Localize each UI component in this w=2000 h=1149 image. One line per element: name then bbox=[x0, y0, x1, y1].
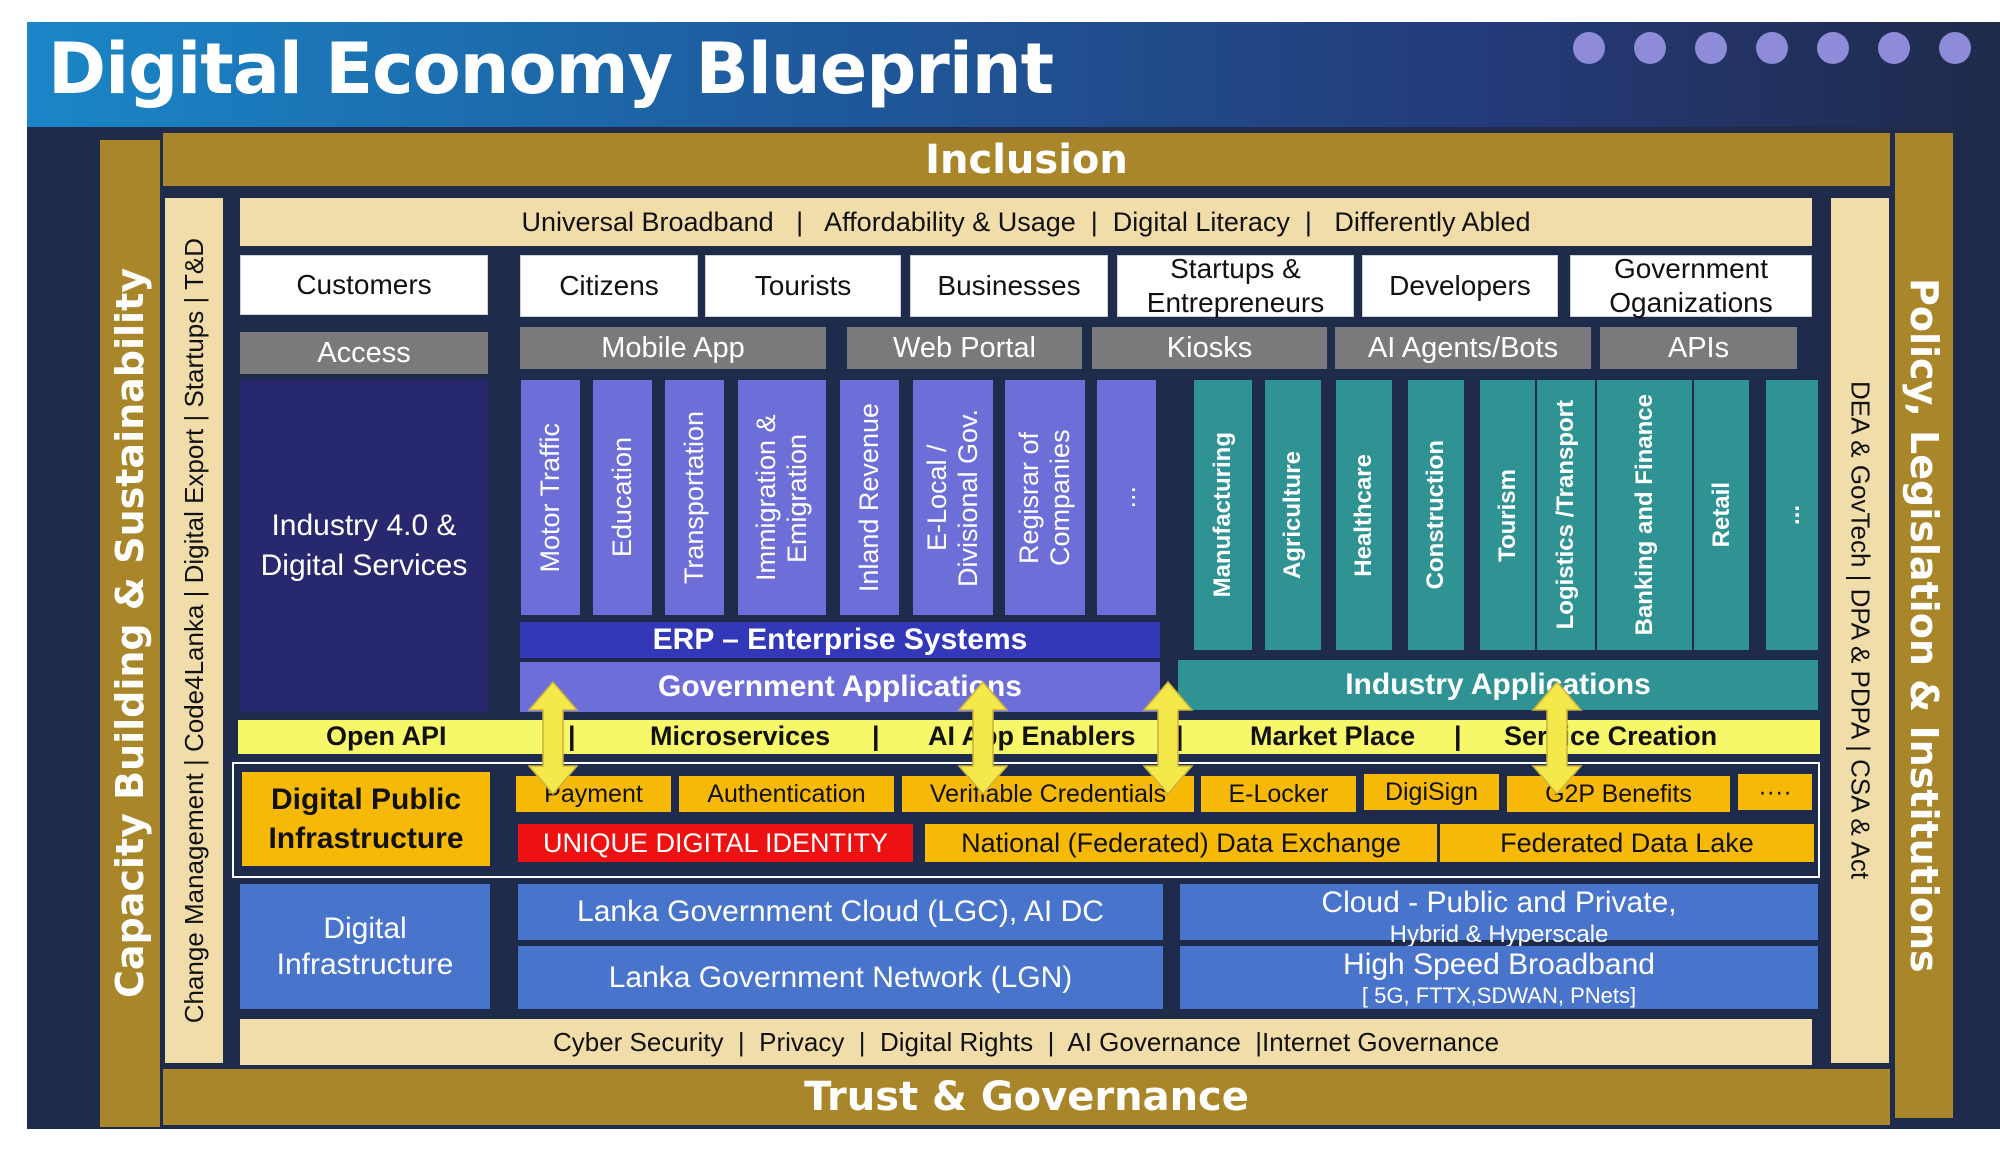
enabler-service-creation[interactable]: Service Creation bbox=[1504, 721, 1718, 751]
pager-dot[interactable] bbox=[1634, 32, 1666, 64]
title-bar bbox=[27, 22, 2000, 127]
trust-band: Trust & Governance bbox=[163, 1069, 1890, 1125]
customer-tourists[interactable]: Tourists bbox=[705, 255, 901, 317]
left-pillar: Capacity Building & Sustainability bbox=[100, 140, 160, 1127]
industry-applications-bar: Industry Applications bbox=[1178, 660, 1818, 710]
gov-column-more[interactable]: ... bbox=[1097, 380, 1156, 615]
enabler-separator: | bbox=[1454, 721, 1462, 751]
access-label: Access bbox=[240, 332, 488, 374]
enabler-microservices[interactable]: Microservices bbox=[650, 721, 831, 751]
enabler-separator: | bbox=[568, 721, 576, 751]
access-mobile-app[interactable]: Mobile App bbox=[520, 327, 826, 369]
national-data-exchange[interactable]: National (Federated) Data Exchange bbox=[925, 824, 1437, 862]
pager-dot[interactable] bbox=[1939, 32, 1971, 64]
access-apis[interactable]: APIs bbox=[1600, 327, 1797, 369]
industry-column-tourism[interactable]: Tourism bbox=[1480, 380, 1535, 650]
access-ai-agents[interactable]: AI Agents/Bots bbox=[1335, 327, 1591, 369]
industry-column-agriculture[interactable]: Agriculture bbox=[1265, 380, 1321, 650]
right-inner-pillar: DEA & GovTech | DPA & PDPA | CSA & Act bbox=[1831, 198, 1889, 1063]
arrow-service-creation bbox=[1532, 681, 1582, 795]
dpi-verifiable-credentials[interactable]: Verifiable Credentials bbox=[902, 776, 1194, 812]
dpi-authentication[interactable]: Authentication bbox=[679, 776, 894, 812]
industry-column-healthcare[interactable]: Healthcare bbox=[1336, 380, 1392, 650]
gov-column-transportation[interactable]: Transportation bbox=[665, 380, 724, 615]
industry-digital-services: Industry 4.0 & Digital Services bbox=[240, 380, 488, 712]
governance-bar: Cyber Security | Privacy | Digital Right… bbox=[240, 1019, 1812, 1065]
inclusion-bar-text: Universal Broadband | Affordability & Us… bbox=[521, 206, 1531, 237]
gov-column-immigration[interactable]: Immigration & Emigration bbox=[738, 380, 826, 615]
digital-infrastructure-label: Digital Infrastructure bbox=[240, 884, 490, 1009]
dpi-more[interactable]: ···· bbox=[1738, 774, 1812, 810]
customer-developers[interactable]: Developers bbox=[1362, 255, 1558, 317]
pager-dot[interactable] bbox=[1756, 32, 1788, 64]
lanka-government-network[interactable]: Lanka Government Network (LGN) bbox=[518, 946, 1163, 1009]
pager-dot[interactable] bbox=[1695, 32, 1727, 64]
governance-bar-text: Cyber Security | Privacy | Digital Right… bbox=[552, 1026, 1500, 1057]
enablers-bar: Open API | Microservices | AI App Enable… bbox=[238, 720, 1820, 754]
gov-column-inland-revenue[interactable]: Inland Revenue bbox=[840, 380, 899, 615]
industry-column-banking[interactable]: Banking and Finance bbox=[1597, 380, 1692, 650]
right-pillar: Policy, Legislation & Institutions bbox=[1895, 133, 1953, 1118]
lanka-government-cloud[interactable]: Lanka Government Cloud (LGC), AI DC bbox=[518, 884, 1163, 940]
broadband-title: High Speed Broadband bbox=[1343, 948, 1655, 981]
customers-label: Customers bbox=[240, 255, 488, 315]
access-kiosks[interactable]: Kiosks bbox=[1092, 327, 1327, 369]
gov-column-motor-traffic[interactable]: Motor Traffic bbox=[521, 380, 580, 615]
industry-column-more[interactable]: ... bbox=[1766, 380, 1818, 650]
customer-government-organizations[interactable]: Government Oganizations bbox=[1570, 253, 1812, 318]
cloud-subtitle: Hybrid & Hyperscale bbox=[1389, 921, 1609, 948]
right-pillar-label: Policy, Legislation & Institutions bbox=[1902, 278, 1946, 973]
gov-column-e-local[interactable]: E-Local / Divisional Gov. bbox=[913, 380, 993, 615]
industry-column-logistics[interactable]: Logistics /Transport bbox=[1537, 380, 1595, 650]
dpi-digisign[interactable]: DigiSign bbox=[1364, 774, 1499, 810]
right-inner-label: DEA & GovTech | DPA & PDPA | CSA & Act bbox=[1845, 381, 1876, 880]
industry-column-manufacturing[interactable]: Manufacturing bbox=[1194, 380, 1252, 650]
enabler-separator: | bbox=[872, 721, 880, 751]
cloud-title: Cloud - Public and Private, bbox=[1321, 886, 1677, 919]
erp-bar: ERP – Enterprise Systems bbox=[520, 622, 1160, 658]
inclusion-bar: Universal Broadband | Affordability & Us… bbox=[240, 198, 1812, 246]
access-web-portal[interactable]: Web Portal bbox=[847, 327, 1082, 369]
dpi-frame bbox=[232, 762, 1820, 878]
enabler-ai-app-enablers[interactable]: AI App Enablers bbox=[928, 721, 1136, 751]
arrow-ai-app-enablers bbox=[1143, 681, 1193, 795]
inclusion-band: Inclusion bbox=[163, 133, 1890, 186]
pager-dot[interactable] bbox=[1573, 32, 1605, 64]
broadband-subtitle: [ 5G, FTTX,SDWAN, PNets] bbox=[1361, 983, 1637, 1008]
government-applications-bar: Government Applications bbox=[520, 662, 1160, 712]
broadband-box[interactable]: High Speed Broadband [ 5G, FTTX,SDWAN, P… bbox=[1180, 946, 1818, 1009]
customer-startups[interactable]: Startups & Entrepreneurs bbox=[1117, 253, 1354, 318]
industry-column-construction[interactable]: Construction bbox=[1408, 380, 1464, 650]
federated-data-lake[interactable]: Federated Data Lake bbox=[1440, 824, 1814, 862]
inclusion-label: Inclusion bbox=[925, 136, 1128, 183]
enabler-separator: | bbox=[1176, 721, 1184, 751]
cloud-box[interactable]: Cloud - Public and Private, Hybrid & Hyp… bbox=[1180, 884, 1818, 948]
gov-column-education[interactable]: Education bbox=[593, 380, 652, 615]
arrow-microservices bbox=[958, 681, 1008, 795]
dpi-g2p-benefits[interactable]: G2P Benefits bbox=[1507, 776, 1730, 812]
left-inner-pillar: Change Management | Code4Lanka | Digital… bbox=[165, 198, 223, 1063]
industry-column-retail[interactable]: Retail bbox=[1694, 380, 1749, 650]
gov-column-registrar[interactable]: Regisrar of Companies bbox=[1005, 380, 1085, 615]
customer-businesses[interactable]: Businesses bbox=[910, 255, 1108, 317]
dpi-label: Digital Public Infrastructure bbox=[242, 772, 490, 866]
dpi-e-locker[interactable]: E-Locker bbox=[1201, 776, 1356, 812]
pager-dot[interactable] bbox=[1878, 32, 1910, 64]
enabler-open-api[interactable]: Open API bbox=[326, 721, 447, 751]
trust-label: Trust & Governance bbox=[804, 1074, 1249, 1120]
unique-digital-identity[interactable]: UNIQUE DIGITAL IDENTITY bbox=[518, 824, 913, 862]
enabler-market-place[interactable]: Market Place bbox=[1250, 721, 1416, 751]
customer-citizens[interactable]: Citizens bbox=[520, 255, 698, 317]
arrow-open-api bbox=[528, 681, 578, 795]
page-title: Digital Economy Blueprint bbox=[48, 28, 1054, 110]
pager-dot[interactable] bbox=[1817, 32, 1849, 64]
